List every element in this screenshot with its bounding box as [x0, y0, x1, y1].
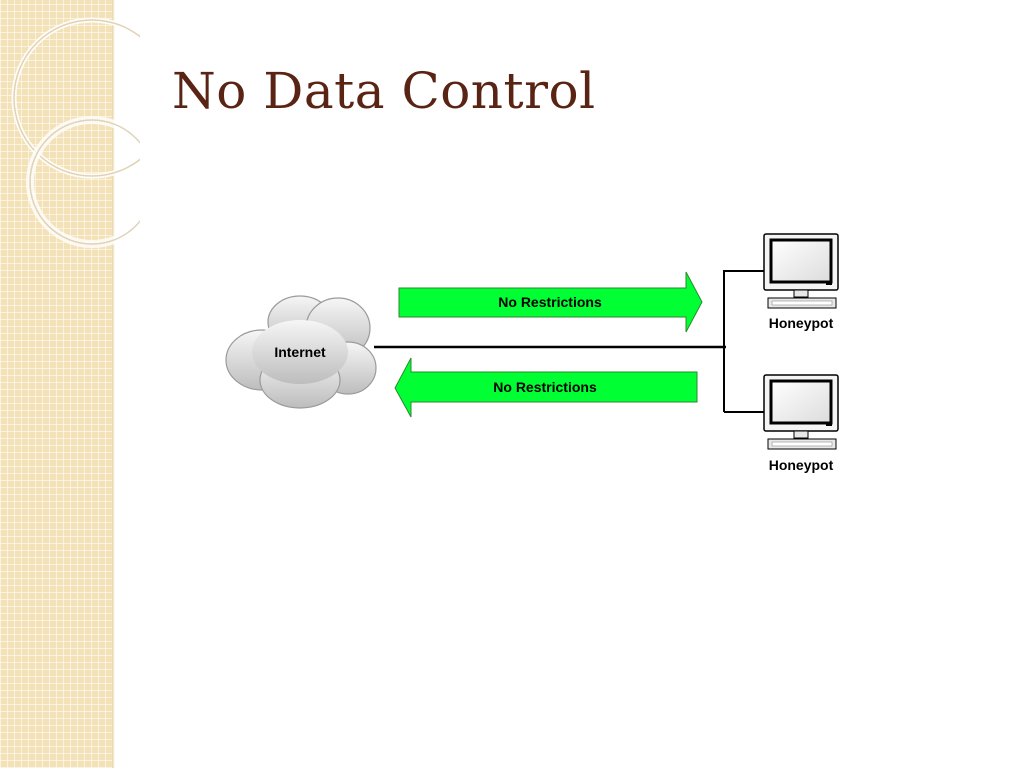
inbound-arrow-label: No Restrictions: [493, 379, 597, 395]
honeypot-bottom-label: Honeypot: [769, 457, 834, 473]
internet-cloud: Internet: [225, 295, 377, 409]
outbound-arrow: No Restrictions: [398, 271, 703, 333]
computer-icon: [763, 233, 839, 309]
outbound-arrow-label: No Restrictions: [498, 294, 602, 310]
inbound-arrow-shape: [394, 357, 698, 418]
internet-label: Internet: [274, 344, 326, 360]
honeypot-bottom: Honeypot: [763, 374, 839, 473]
honeypot-top-label: Honeypot: [769, 315, 834, 331]
outbound-arrow-shape: [398, 271, 703, 333]
slide-title: No Data Control: [172, 62, 596, 120]
decorative-rings: [11, 17, 140, 248]
side-band-edge: [112, 0, 115, 768]
inbound-arrow: No Restrictions: [394, 357, 698, 418]
computer-icon: [763, 374, 839, 450]
network-links: [374, 270, 765, 413]
honeypot-top: Honeypot: [763, 233, 839, 331]
cloud-icon: [225, 295, 377, 409]
